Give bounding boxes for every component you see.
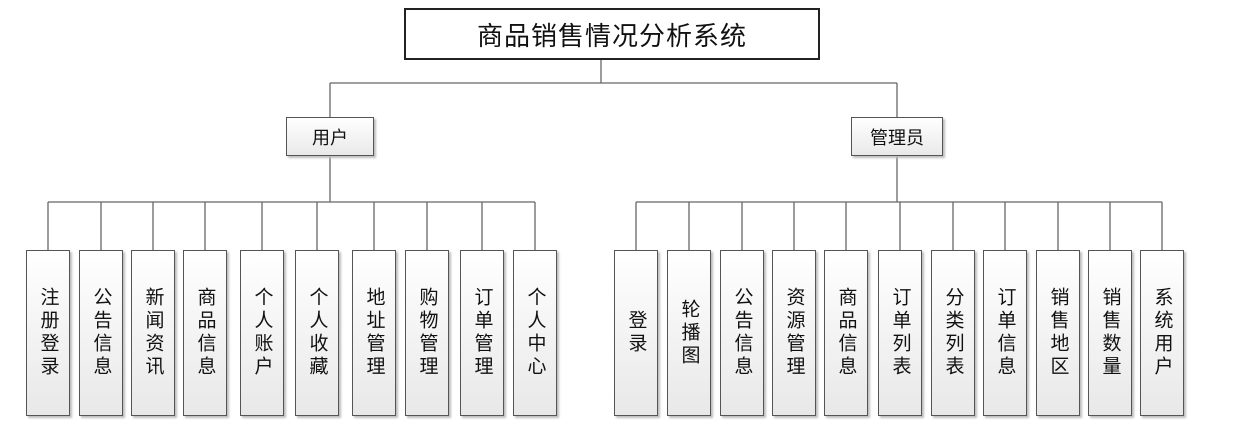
leaf-label: 销售地区: [1047, 287, 1070, 379]
leaf-node-user-8: 订单管理: [460, 250, 504, 416]
leaf-label: 个人中心: [524, 287, 547, 379]
leaf-label: 公告信息: [90, 287, 113, 379]
leaf-node-admin-3: 资源管理: [772, 250, 816, 416]
leaf-node-user-3: 商品信息: [183, 250, 227, 416]
group-node-user: 用户: [286, 117, 374, 156]
leaf-label: 注册登录: [37, 287, 60, 379]
leaf-node-user-0: 注册登录: [26, 250, 70, 416]
leaf-label: 系统用户: [1151, 287, 1174, 379]
leaf-label: 订单信息: [994, 287, 1017, 379]
leaf-node-user-2: 新闻资讯: [131, 250, 175, 416]
leaf-node-admin-2: 公告信息: [720, 250, 764, 416]
leaf-label: 销售数量: [1099, 287, 1122, 379]
leaf-node-admin-1: 轮播图: [667, 250, 711, 416]
group-node-admin: 管理员: [851, 117, 943, 156]
leaf-label: 商品信息: [835, 287, 858, 379]
leaf-node-user-4: 个人账户: [240, 250, 284, 416]
leaf-label: 公告信息: [731, 287, 754, 379]
leaf-label: 商品信息: [194, 287, 217, 379]
leaf-label: 分类列表: [942, 287, 965, 379]
leaf-label: 轮播图: [678, 298, 701, 368]
leaf-node-admin-10: 系统用户: [1140, 250, 1184, 416]
leaf-node-user-5: 个人收藏: [295, 250, 339, 416]
leaf-node-admin-7: 订单信息: [983, 250, 1027, 416]
leaf-label: 购物管理: [416, 287, 439, 379]
leaf-label: 资源管理: [783, 287, 806, 379]
leaf-label: 个人账户: [251, 287, 274, 379]
leaf-label: 地址管理: [363, 287, 386, 379]
leaf-node-user-1: 公告信息: [79, 250, 123, 416]
leaf-label: 新闻资讯: [142, 287, 165, 379]
leaf-node-admin-9: 销售数量: [1088, 250, 1132, 416]
root-node: 商品销售情况分析系统: [404, 8, 820, 60]
leaf-label: 订单管理: [471, 287, 494, 379]
leaf-node-admin-4: 商品信息: [824, 250, 868, 416]
leaf-node-admin-0: 登录: [614, 250, 658, 416]
leaf-node-user-9: 个人中心: [513, 250, 557, 416]
leaf-label: 订单列表: [889, 287, 912, 379]
leaf-node-user-6: 地址管理: [352, 250, 396, 416]
leaf-node-admin-5: 订单列表: [878, 250, 922, 416]
leaf-label: 个人收藏: [306, 287, 329, 379]
leaf-node-admin-6: 分类列表: [931, 250, 975, 416]
leaf-node-admin-8: 销售地区: [1036, 250, 1080, 416]
leaf-label: 登录: [625, 310, 648, 356]
leaf-node-user-7: 购物管理: [405, 250, 449, 416]
